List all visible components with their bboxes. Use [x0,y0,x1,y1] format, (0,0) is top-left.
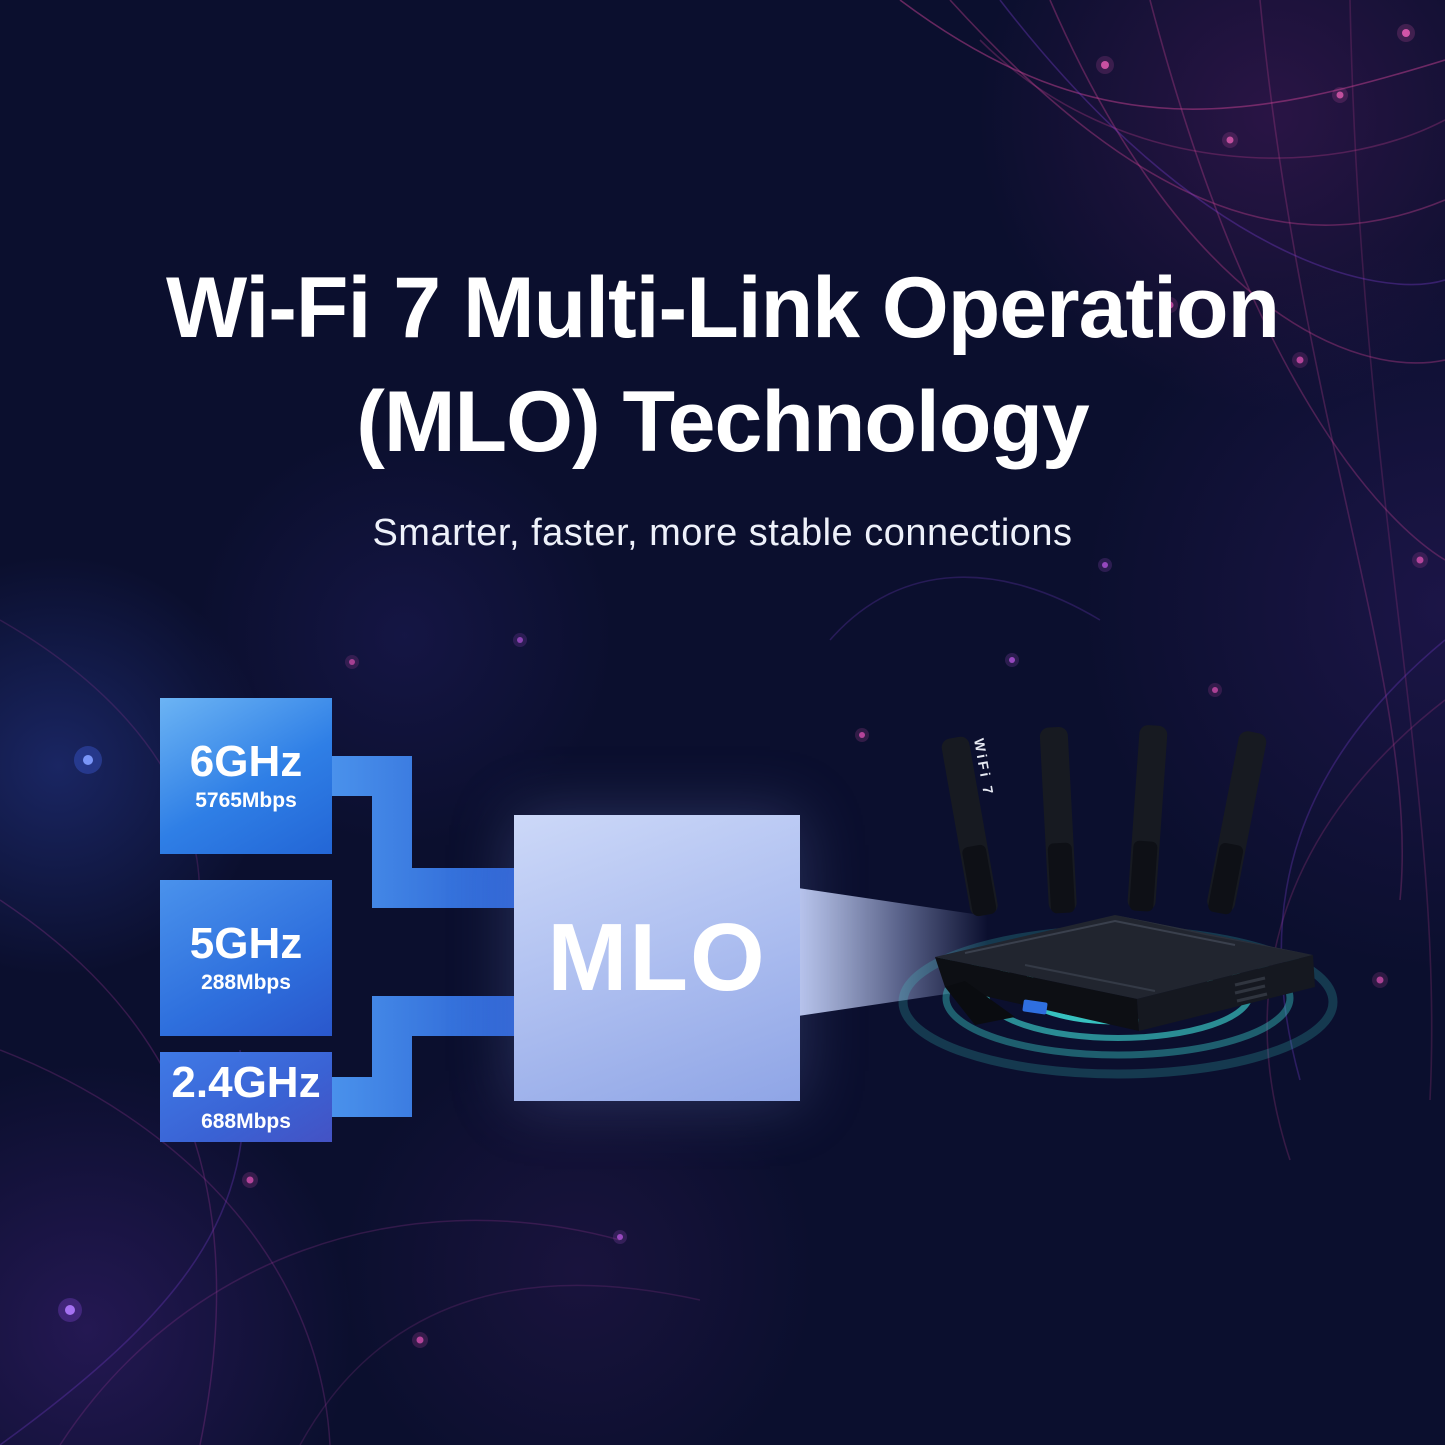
router-body [935,915,1315,1031]
pipe-2-4ghz [330,996,520,1117]
mlo-hub-box: MLO [514,815,800,1101]
band-box-6ghz: 6GHz 5765Mbps [160,698,332,854]
band-label-2-4ghz: 2.4GHz [171,1057,321,1107]
router-antennas [941,725,1267,917]
band-speed-6ghz: 5765Mbps [195,789,297,813]
router-illustration [935,725,1315,1031]
glow-dots-decoration [58,24,1428,1348]
band-label-5ghz: 5GHz [189,918,303,968]
band-label-6ghz: 6GHz [189,736,303,786]
router-foot [945,981,1015,1025]
band-speed-5ghz: 288Mbps [201,971,291,995]
headline: Wi-Fi 7 Multi-Link Operation (MLO) Techn… [0,252,1445,479]
band-box-5ghz: 5GHz 288Mbps [160,880,332,1036]
router-usb-port [1022,999,1048,1015]
title-line-1: Wi-Fi 7 Multi-Link Operation [165,260,1280,356]
band-box-2-4ghz: 2.4GHz 688Mbps [160,1052,332,1142]
title-line-2: (MLO) Technology [356,373,1089,470]
subtitle: Smarter, faster, more stable connections [372,512,1073,554]
mlo-hub-label: MLO [547,904,767,1011]
pipe-6ghz [330,756,520,908]
band-speed-2-4ghz: 688Mbps [201,1110,291,1134]
